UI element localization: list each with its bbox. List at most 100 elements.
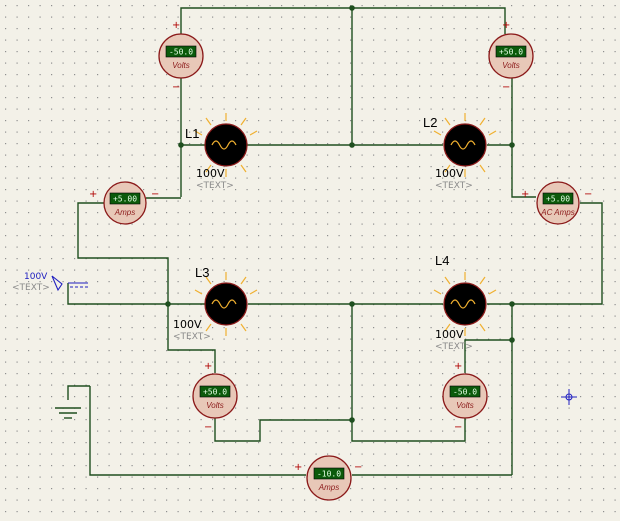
lamp-label: L2: [423, 115, 437, 130]
junction-dot: [509, 337, 515, 343]
meter-unit: Volts: [456, 401, 474, 410]
minus-terminal: −: [584, 189, 592, 200]
minus-terminal: −: [502, 82, 510, 93]
lamp-rays-icon: [433, 113, 497, 177]
plus-terminal: +: [502, 20, 510, 31]
crosshair-cursor-icon: [561, 389, 577, 405]
meter-reading: +5.00: [113, 195, 137, 204]
wires: [67, 7, 603, 476]
meter-reading: -50.0: [169, 48, 193, 57]
meter-unit: Amps: [318, 483, 339, 492]
lamp-l3[interactable]: L3 100V <TEXT>: [173, 265, 258, 342]
meter-display: [495, 45, 527, 58]
voltmeter-top-right[interactable]: +50.0 Volts + −: [488, 20, 534, 93]
lamp-text: <TEXT>: [435, 181, 473, 191]
wire-top-rail: [180, 7, 506, 34]
lamp-value: 100V: [435, 167, 464, 180]
voltmeter-top-left[interactable]: -50.0 Volts + −: [158, 20, 204, 93]
meter-unit: Amps: [114, 208, 135, 217]
voltmeter-bottom-right[interactable]: -50.0 Volts + −: [442, 361, 488, 433]
wire-v-br-plus: [464, 339, 512, 373]
meter-reading: -50.0: [453, 388, 477, 397]
filament-icon: [450, 140, 476, 150]
junctions: [165, 5, 515, 423]
plus-terminal: +: [521, 189, 529, 200]
ac-ammeter-right[interactable]: +5.00 AC Amps + −: [521, 181, 592, 225]
wire-ground: [67, 385, 90, 400]
minus-terminal: −: [151, 189, 159, 200]
lamp-rays-icon: [194, 113, 258, 177]
wire-ac-ammeter-minus: [512, 202, 603, 305]
junction-dot: [165, 301, 171, 307]
lamp-l4[interactable]: L4 100V <TEXT>: [433, 253, 497, 352]
wire-ammeter-left-plus: [77, 202, 169, 304]
junction-dot: [349, 301, 355, 307]
meter-unit: Volts: [502, 61, 520, 70]
bulb-icon: [204, 282, 248, 326]
lamp-l1[interactable]: L1 100V <TEXT>: [185, 113, 258, 191]
lamp-label: L3: [195, 265, 209, 280]
voltmeter-bottom-left[interactable]: +50.0 Volts + −: [192, 361, 238, 433]
ac-source[interactable]: 100V <TEXT>: [12, 272, 88, 293]
wire-v-bl-minus: [214, 418, 352, 442]
lamp-l2[interactable]: L2 100V <TEXT>: [423, 113, 497, 191]
ammeter-bottom[interactable]: -10.0 Amps + −: [294, 455, 362, 501]
meter-display: [199, 385, 231, 398]
minus-terminal: −: [172, 82, 180, 93]
junction-dot: [509, 142, 515, 148]
filament-icon: [211, 140, 237, 150]
meter-unit: Volts: [206, 401, 224, 410]
plus-terminal: +: [294, 462, 302, 473]
junction-dot: [509, 301, 515, 307]
meter-display: [542, 192, 574, 205]
bulb-icon: [443, 282, 487, 326]
meter-unit: AC Amps: [540, 208, 575, 217]
lamp-value: 100V: [173, 318, 202, 331]
wire-source: [67, 283, 205, 305]
lamp-rays-icon: [194, 272, 258, 336]
lamp-label: L1: [185, 126, 199, 141]
meter-display: [449, 385, 481, 398]
lamp-text: <TEXT>: [196, 181, 234, 191]
bulb-icon: [443, 123, 487, 167]
minus-terminal: −: [204, 422, 212, 433]
meter-reading: +50.0: [203, 388, 227, 397]
meter-reading: +5.00: [546, 195, 570, 204]
minus-terminal: −: [354, 462, 362, 473]
ammeter-left[interactable]: +5.00 Amps + −: [89, 181, 159, 225]
junction-dot: [178, 142, 184, 148]
plus-terminal: +: [172, 20, 180, 31]
source-text: <TEXT>: [12, 283, 50, 293]
meter-display: [313, 467, 345, 480]
lamp-text: <TEXT>: [435, 342, 473, 352]
minus-terminal: −: [454, 422, 462, 433]
junction-dot: [349, 142, 355, 148]
wire-v-br-minus: [351, 418, 466, 442]
plus-terminal: +: [89, 189, 97, 200]
filament-icon: [450, 299, 476, 309]
wire-ac-ammeter-plus: [511, 145, 536, 198]
junction-dot: [349, 5, 355, 11]
lamp-label: L4: [435, 253, 449, 268]
meter-reading: +50.0: [499, 48, 523, 57]
ground-icon: [55, 407, 81, 419]
lamp-rays-icon: [433, 272, 497, 336]
source-value: 100V: [24, 272, 48, 282]
bulb-icon: [204, 123, 248, 167]
plus-terminal: +: [454, 361, 462, 372]
wire-v-bl-plus: [167, 304, 216, 373]
lamp-value: 100V: [196, 167, 225, 180]
meter-unit: Volts: [172, 61, 190, 70]
meter-display: [165, 45, 197, 58]
meter-reading: -10.0: [317, 470, 341, 479]
meter-display: [109, 192, 141, 205]
source-terminal-icon: [51, 275, 63, 292]
plus-terminal: +: [204, 361, 212, 372]
filament-icon: [211, 299, 237, 309]
junction-dot: [349, 417, 355, 423]
wire-a-bottom-plus: [89, 386, 306, 476]
lamp-value: 100V: [435, 328, 464, 341]
